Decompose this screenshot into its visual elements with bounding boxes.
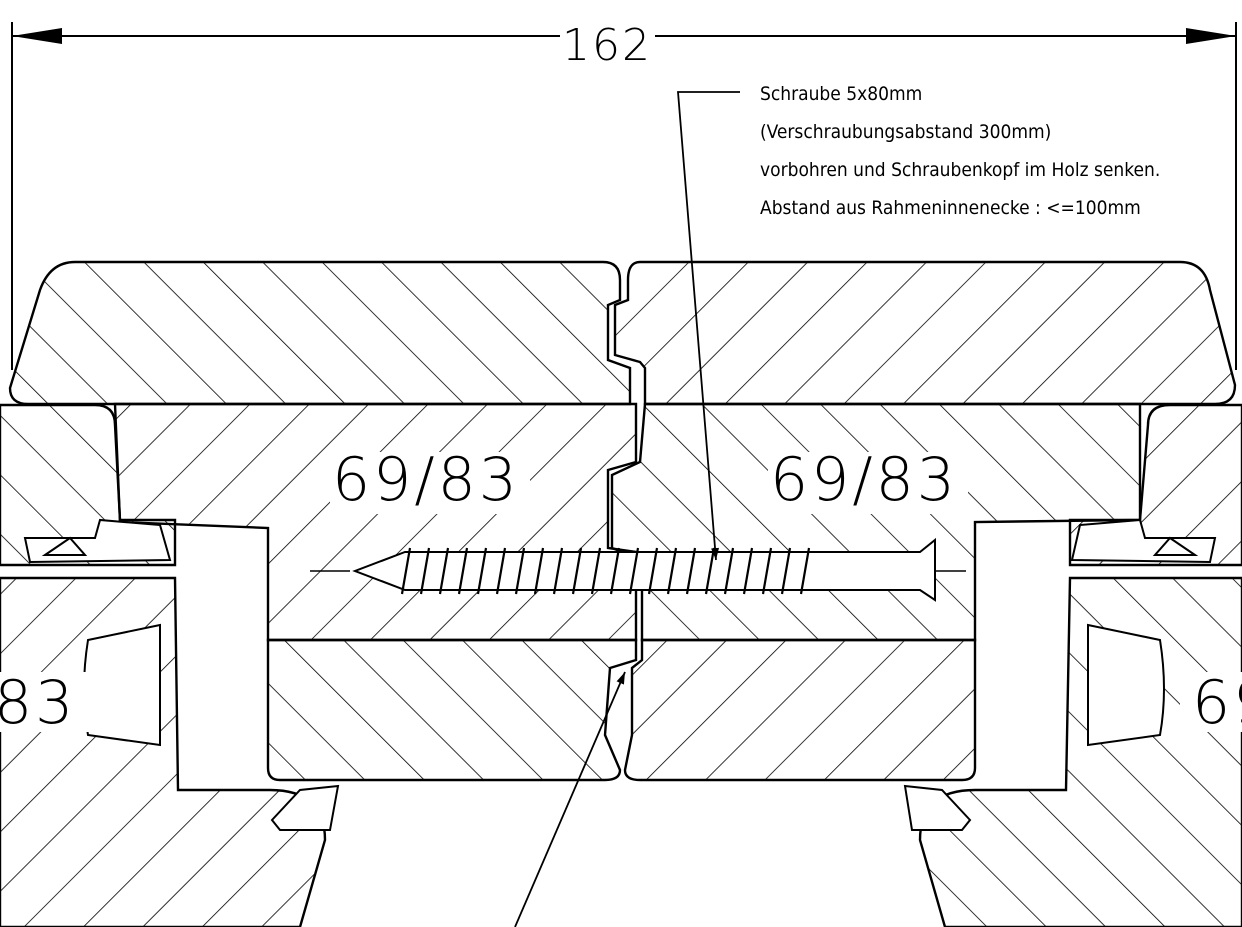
screw-thread (609, 547, 621, 595)
right-profile-label: 69/83 (770, 445, 958, 515)
screw-thread (723, 547, 735, 595)
screw-thread (647, 547, 659, 595)
gasket-bottom-left (270, 784, 340, 831)
far-right-profile-label: 69 (1192, 668, 1242, 738)
dimension-162: 162 (11, 20, 1237, 370)
annotation-note: Schraube 5x80mm (Verschraubungsabstand 3… (760, 83, 1160, 219)
screw-thread (780, 547, 792, 595)
screw-thread (400, 547, 412, 595)
dimension-value: 162 (562, 20, 652, 71)
top-cover-right (613, 260, 1237, 406)
gasket-top-right (1070, 518, 1217, 564)
screw-thread (419, 547, 431, 595)
screw-thread (533, 547, 545, 595)
dimension-arrow-left-icon (12, 28, 62, 44)
screw-thread (799, 547, 811, 595)
frame-left: 69/83 (113, 402, 638, 782)
screw-thread (514, 547, 526, 595)
far-left-profile-label: 83 (0, 668, 76, 738)
screw-thread (590, 547, 602, 595)
note-line-4: Abstand aus Rahmeninnenecke : <=100mm (760, 197, 1141, 219)
note-line-3: vorbohren und Schraubenkopf im Holz senk… (760, 159, 1160, 181)
top-cover-left (8, 260, 632, 406)
screw-thread (685, 547, 697, 595)
screw-thread (666, 547, 678, 595)
annotation-leader (514, 91, 740, 927)
screw (310, 537, 970, 602)
screw-thread (628, 547, 640, 595)
gasket-top-left (23, 518, 172, 564)
screw-thread (761, 547, 773, 595)
screw-thread (571, 547, 583, 595)
gasket-bottom-right (903, 784, 972, 831)
screw-thread (742, 547, 754, 595)
left-profile-label: 69/83 (332, 445, 520, 515)
screw-thread (476, 547, 488, 595)
screw-thread (552, 547, 564, 595)
note-line-1: Schraube 5x80mm (760, 83, 922, 105)
screw-thread (438, 547, 450, 595)
screw-thread (457, 547, 469, 595)
frame-right: 69/83 (610, 402, 1142, 782)
note-line-2: (Verschraubungsabstand 300mm) (760, 121, 1051, 143)
screw-thread (495, 547, 507, 595)
dimension-arrow-right-icon (1186, 28, 1236, 44)
